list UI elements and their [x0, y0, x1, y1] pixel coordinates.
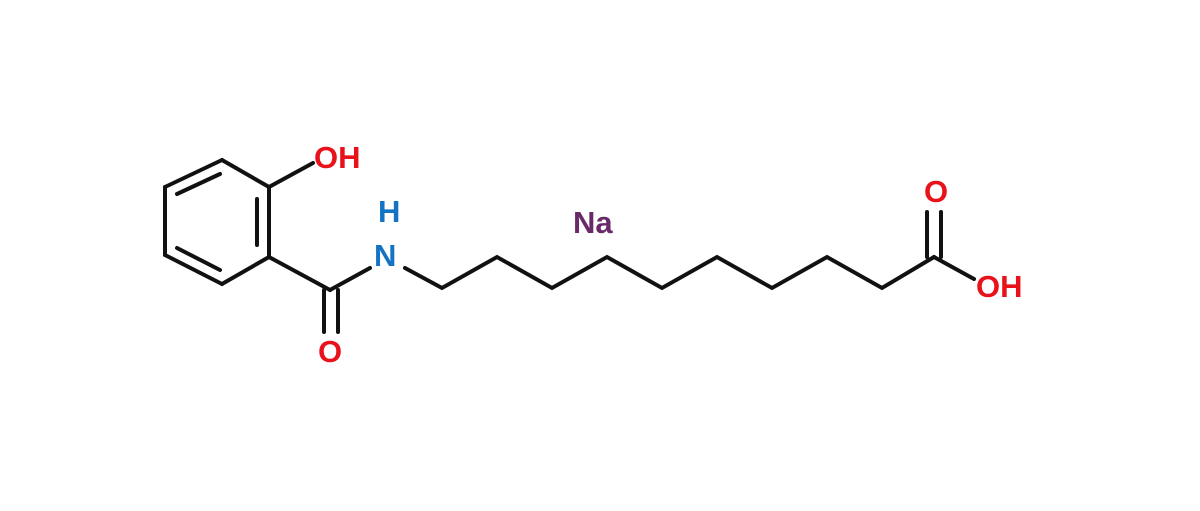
phenol-oh-label: OH	[314, 140, 361, 175]
bond	[220, 255, 271, 286]
acid-oh-bond	[932, 255, 976, 281]
amide-o-label: O	[318, 334, 342, 369]
alkyl-chain	[403, 254, 936, 291]
amide-cn-bond	[328, 266, 372, 292]
acid-oh-label: OH	[976, 269, 1023, 304]
bond	[163, 158, 224, 189]
amide-h-label: H	[378, 194, 400, 229]
bond	[220, 158, 271, 189]
phenol-oh-bond	[267, 161, 315, 189]
aromatic-double-bond	[175, 246, 222, 272]
bond	[163, 253, 224, 286]
aromatic-double-bond	[175, 172, 222, 196]
amide-n-label: N	[374, 238, 396, 273]
bond	[267, 255, 332, 292]
sodium-label: Na	[573, 205, 613, 240]
acid-o-label: O	[924, 174, 948, 209]
benzene-ring	[163, 158, 271, 286]
